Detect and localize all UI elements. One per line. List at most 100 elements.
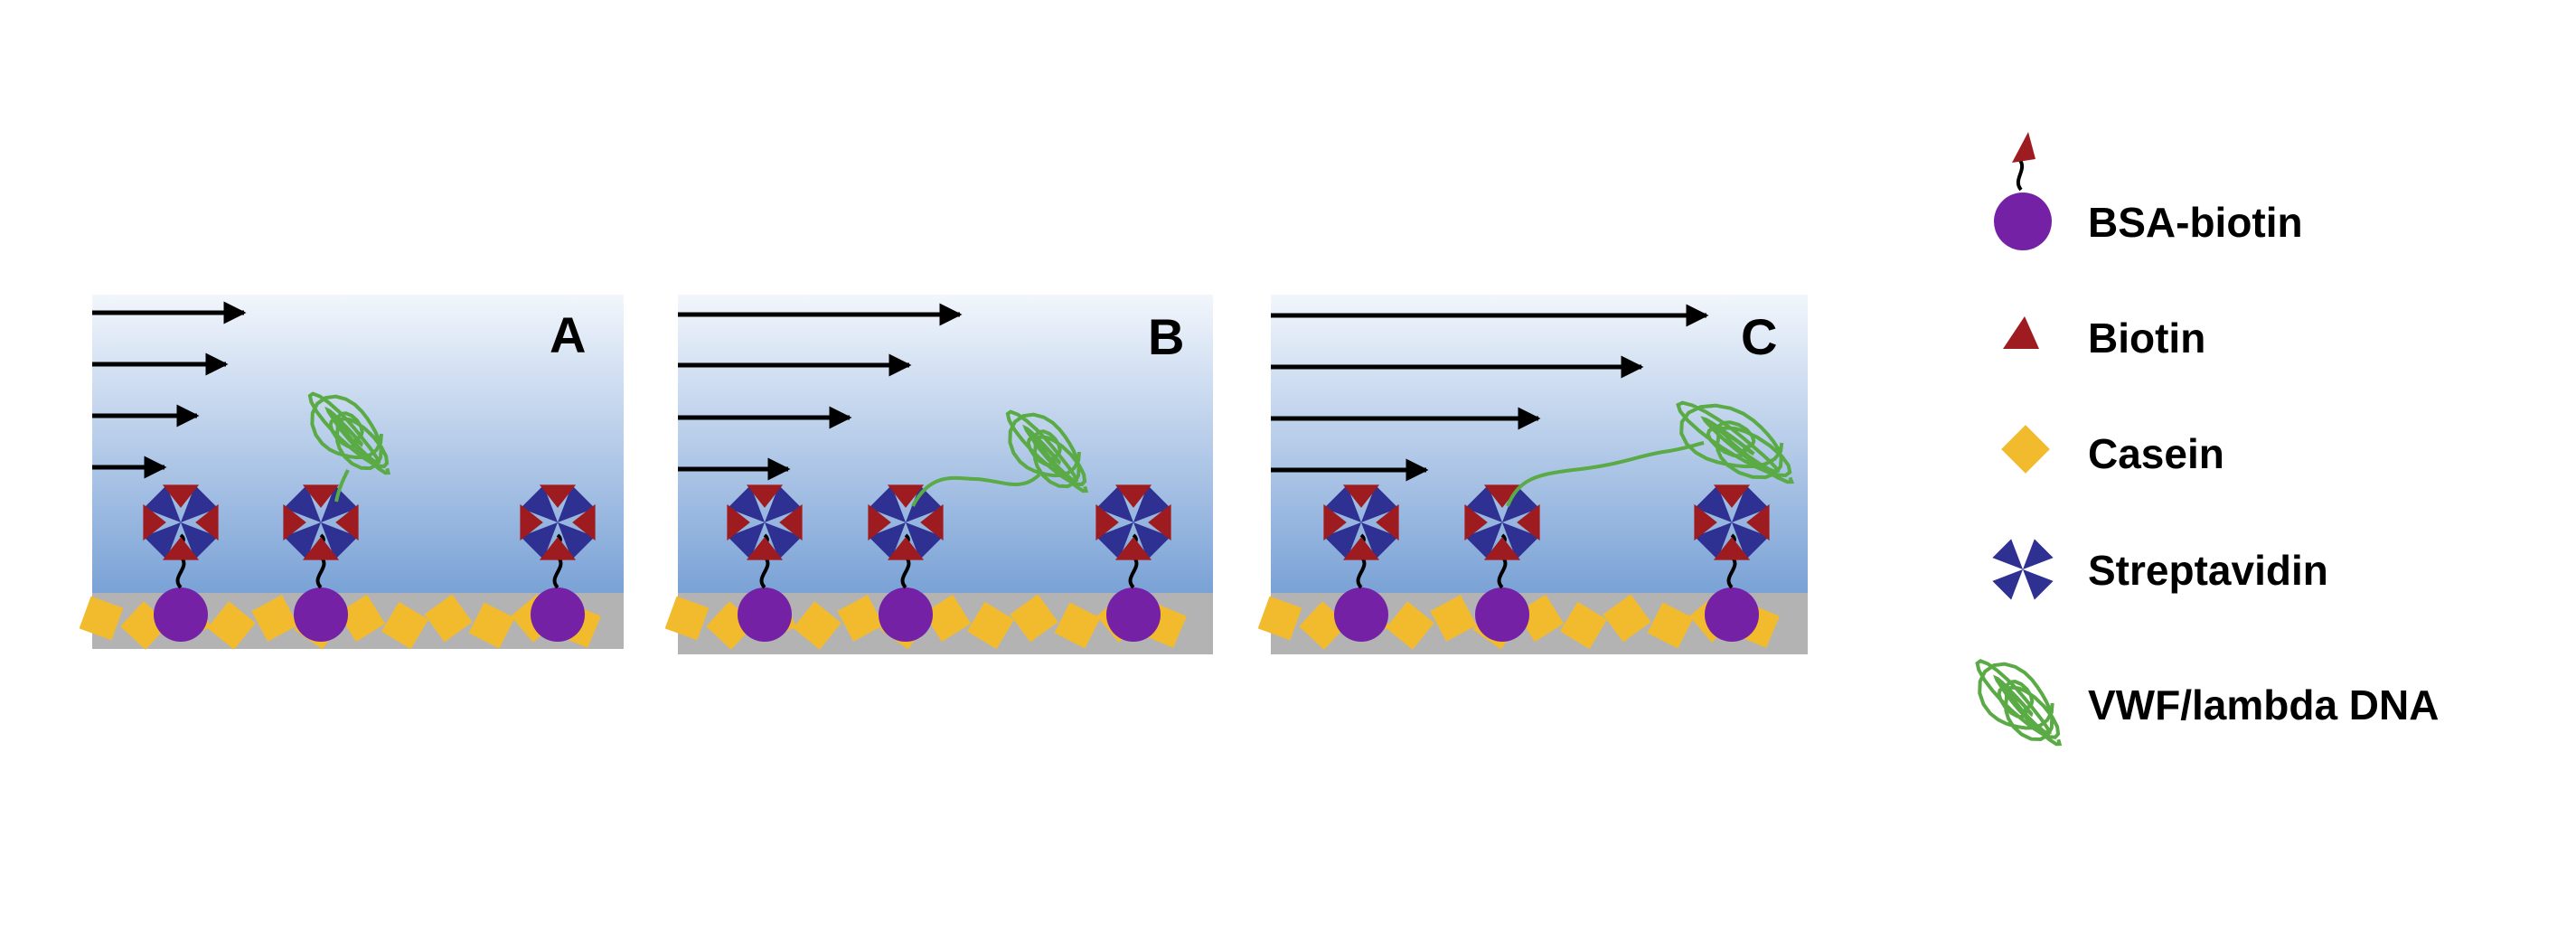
- biotin: [1342, 484, 1380, 508]
- casein: [923, 594, 972, 643]
- biotin: [1323, 503, 1347, 541]
- streptavidin-subunit: [868, 484, 906, 522]
- anchors: [1323, 484, 1770, 642]
- streptavidin-subunit: [321, 522, 359, 560]
- casein: [207, 601, 256, 650]
- casein: [1257, 596, 1302, 641]
- streptavidin-subunit: [727, 484, 765, 522]
- biotin: [195, 503, 219, 541]
- anchors: [727, 484, 1171, 642]
- vwf-coil-icon: [1975, 659, 2063, 747]
- streptavidin-subunit: [143, 484, 181, 522]
- casein: [1010, 594, 1058, 643]
- biotin: [779, 503, 803, 541]
- streptavidin-subunit: [1732, 484, 1770, 522]
- bsa-sphere: [1475, 587, 1529, 642]
- biotin: [1713, 537, 1751, 560]
- legend-item-biotin: Biotin: [2003, 315, 2205, 362]
- casein: [1647, 602, 1694, 649]
- biotin: [283, 503, 306, 541]
- legend-item-vwf: VWF/lambda DNA: [1975, 659, 2439, 747]
- biotin: [162, 537, 200, 560]
- biotin: [302, 484, 340, 508]
- streptavidin: [520, 484, 596, 560]
- streptavidin-subunit: [906, 522, 944, 560]
- streptavidin-subunit: [321, 484, 359, 522]
- biotin: [920, 503, 944, 541]
- bsa-biotin-icon: [1994, 132, 2052, 250]
- biotin: [1376, 503, 1399, 541]
- panel-a: A: [79, 295, 624, 650]
- biotin: [1148, 503, 1171, 541]
- casein: [381, 601, 429, 650]
- biotin: [727, 503, 750, 541]
- biotin: [887, 484, 925, 508]
- streptavidin-subunit: [1133, 522, 1171, 560]
- streptavidin-subunit: [1464, 484, 1502, 522]
- biotin: [1713, 484, 1751, 508]
- streptavidin-subunit: [1502, 522, 1540, 560]
- bsa-sphere: [154, 587, 208, 642]
- casein: [837, 595, 884, 642]
- streptavidin: [1992, 539, 2054, 600]
- casein: [1603, 594, 1651, 643]
- biotin: [162, 484, 200, 508]
- legend-label: BSA-biotin: [2088, 199, 2303, 246]
- biotin: [1114, 484, 1152, 508]
- casein: [468, 602, 515, 649]
- casein: [1054, 602, 1101, 649]
- bsa-sphere: [879, 587, 933, 642]
- biotin: [746, 484, 784, 508]
- casein: [251, 595, 298, 642]
- casein: [1430, 595, 1477, 642]
- streptavidin: [1095, 484, 1171, 560]
- panel-letter: A: [550, 306, 586, 363]
- streptavidin: [283, 484, 359, 560]
- casein: [337, 594, 386, 643]
- bsa-sphere: [738, 587, 792, 642]
- streptavidin-subunit: [1694, 484, 1732, 522]
- biotin: [1746, 503, 1770, 541]
- streptavidin-subunit: [1464, 522, 1502, 560]
- streptavidin-subunit: [1361, 522, 1399, 560]
- streptavidin-subunit: [1992, 539, 2023, 569]
- bsa-sphere: [1106, 587, 1161, 642]
- biotin: [1464, 503, 1488, 541]
- streptavidin-subunit: [1694, 522, 1732, 560]
- biotin: [143, 503, 166, 541]
- streptavidin-icon: [1992, 539, 2054, 600]
- biotin: [1483, 537, 1521, 560]
- streptavidin: [1694, 484, 1770, 560]
- biotin-tip: [2012, 132, 2035, 163]
- streptavidin-subunit: [765, 484, 803, 522]
- bsa-sphere: [531, 587, 585, 642]
- legend-item-streptavidin: Streptavidin: [1992, 539, 2328, 600]
- flow-arrows: [92, 301, 247, 479]
- streptavidin-subunit: [1323, 522, 1361, 560]
- vwf-tether: [1506, 441, 1705, 507]
- streptavidin-subunit: [1095, 484, 1133, 522]
- biotin: [335, 503, 359, 541]
- biotin-icon: [2003, 316, 2039, 349]
- bsa-sphere: [1705, 587, 1759, 642]
- casein: [664, 596, 710, 641]
- casein: [1516, 594, 1565, 643]
- vwf-tether: [334, 469, 350, 503]
- vwf-coil: [1005, 409, 1089, 493]
- biotin: [1694, 503, 1717, 541]
- vwf-coil: [1676, 400, 1795, 484]
- legend-label: VWF/lambda DNA: [2088, 681, 2439, 728]
- streptavidin-subunit: [283, 484, 321, 522]
- streptavidin-subunit: [868, 522, 906, 560]
- bsa-sphere: [1334, 587, 1388, 642]
- biotin: [539, 537, 577, 560]
- streptavidin-subunit: [2023, 539, 2054, 569]
- streptavidin-subunit: [1095, 522, 1133, 560]
- casein: [79, 596, 124, 641]
- casein: [1386, 601, 1434, 650]
- streptavidin-subunit: [765, 522, 803, 560]
- legend-item-bsa-biotin: BSA-biotin: [1994, 132, 2303, 250]
- streptavidin-subunit: [1361, 484, 1399, 522]
- streptavidin-subunit: [181, 522, 219, 560]
